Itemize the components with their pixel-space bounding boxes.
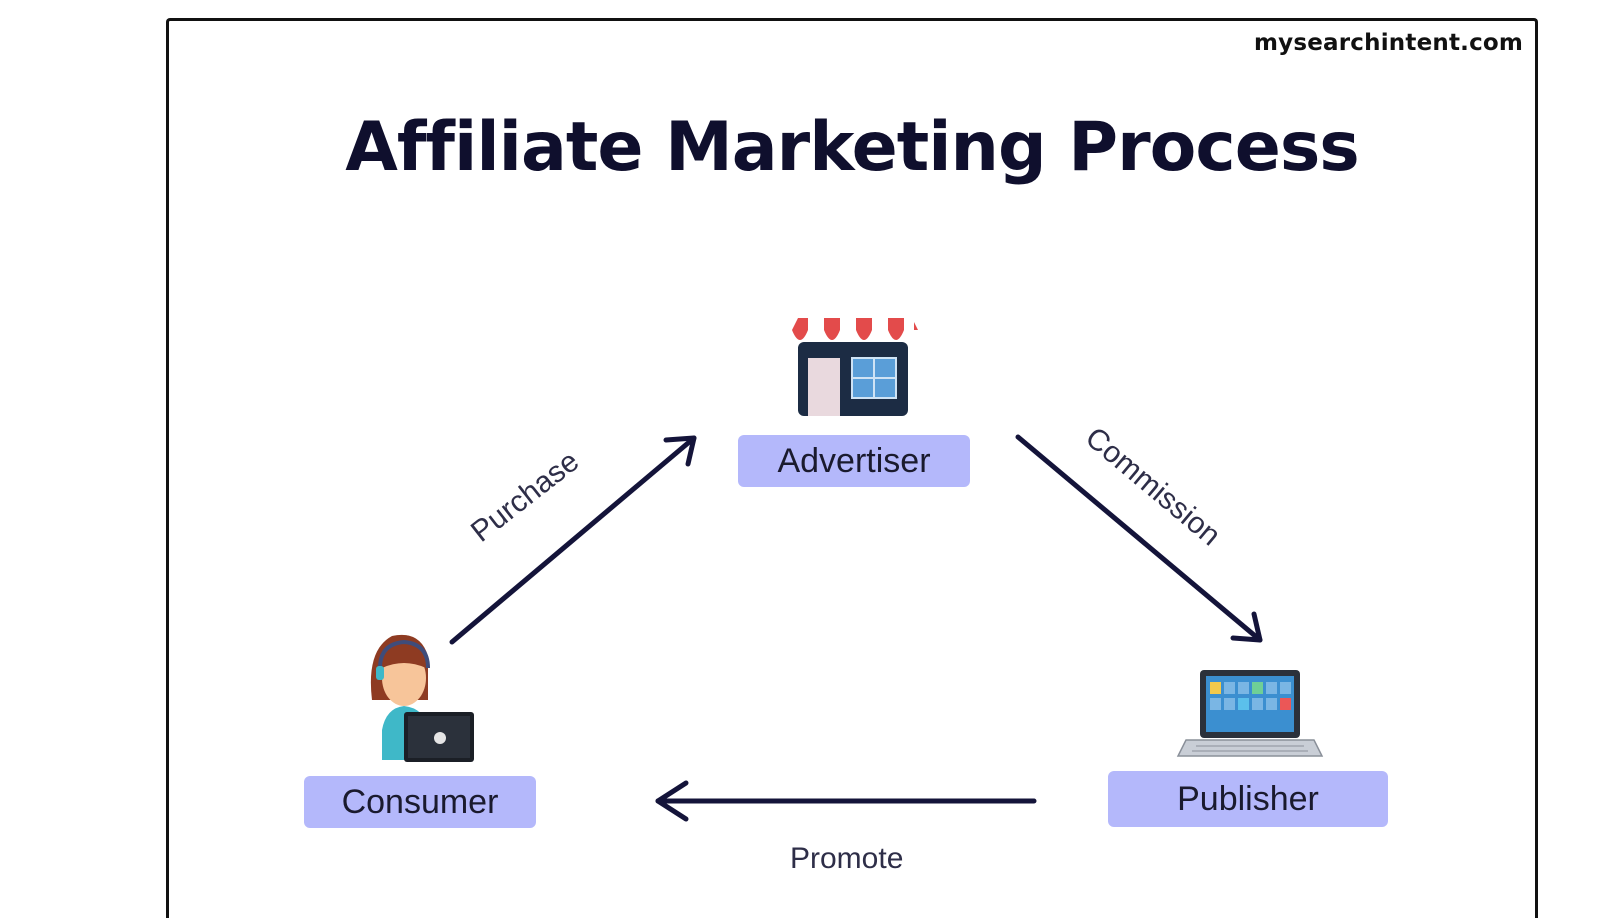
laptop-screen-tile bbox=[1238, 698, 1249, 710]
diagram-frame bbox=[166, 18, 1538, 918]
storefront-icon bbox=[792, 318, 918, 416]
consumer-label: Consumer bbox=[304, 776, 536, 828]
laptop-icon bbox=[1176, 670, 1324, 757]
diagram-title: Affiliate Marketing Process bbox=[345, 108, 1360, 187]
laptop-screen-tile bbox=[1266, 698, 1277, 710]
laptop-screen-tile bbox=[1252, 698, 1263, 710]
laptop-screen-tile bbox=[1280, 682, 1291, 694]
promote-arrow bbox=[655, 780, 1037, 822]
promote-edge-label: Promote bbox=[790, 842, 904, 875]
laptop-screen-tile bbox=[1280, 698, 1291, 710]
advertiser-label: Advertiser bbox=[738, 435, 970, 487]
laptop-screen-tile bbox=[1224, 682, 1235, 694]
publisher-label: Publisher bbox=[1108, 771, 1388, 827]
person-with-laptop-icon bbox=[370, 634, 474, 762]
laptop-screen-tile bbox=[1266, 682, 1277, 694]
watermark: mysearchintent.com bbox=[1254, 30, 1524, 56]
laptop-screen-tile bbox=[1210, 682, 1221, 694]
laptop-screen-tile bbox=[1238, 682, 1249, 694]
laptop-screen-tile bbox=[1224, 698, 1235, 710]
commission-arrow bbox=[1015, 434, 1263, 643]
laptop-screen-tile bbox=[1252, 682, 1263, 694]
purchase-arrow bbox=[449, 435, 697, 645]
laptop-screen-tile bbox=[1210, 698, 1221, 710]
